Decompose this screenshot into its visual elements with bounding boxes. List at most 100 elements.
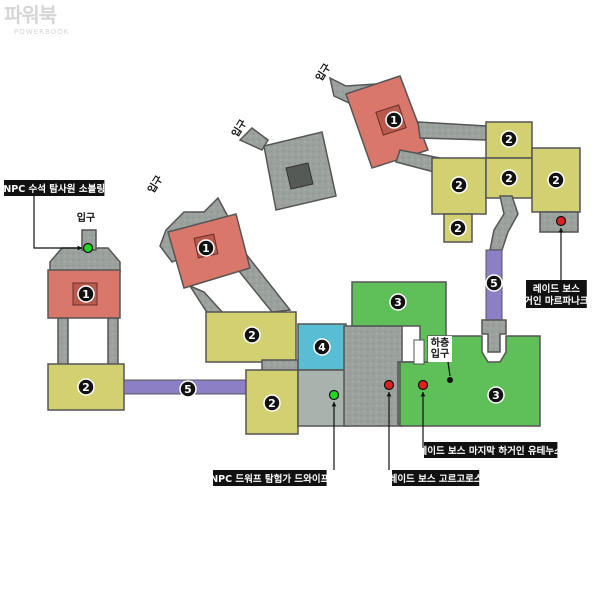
npc-dwarf-marker [328,389,340,401]
room-number-circle [500,130,518,148]
logo-subtext: POWERBOOK [14,28,70,36]
npc-left-marker [82,242,94,254]
entrance-label-left: 입구 [77,211,95,224]
lower-floor-label-bg [428,336,452,362]
callout-arrowhead [77,245,82,251]
boss-final-marker [417,379,429,391]
boss-giant-marker [555,215,567,227]
room-number-green-top: 3 [389,293,407,311]
room-number-text: 3 [492,389,500,402]
room-number-text: 5 [490,277,498,290]
room-number-circle [77,378,95,396]
room-number-text: 2 [505,133,513,146]
green-pit [413,339,425,365]
room-number-text: 3 [394,296,402,309]
room-number-circle [243,326,261,344]
callout-arrowhead [558,228,564,233]
room-number-circle [197,239,215,257]
room-number-text: 2 [455,179,463,192]
room-number-circle [450,176,468,194]
room-number-tr-yellow-3: 2 [500,169,518,187]
top-center-chamber [238,127,337,211]
callout-box [4,180,105,196]
boss-gorgoros-marker [383,379,395,391]
room-number-green-bottom: 3 [487,386,505,404]
site-logo: 파워북 POWERBOOK [4,2,84,44]
tr-yellow-room-4 [531,147,581,213]
room-number-circle [313,338,331,356]
room-number-left-red: 1 [77,285,95,303]
room-number-corridor-right: 5 [485,274,503,292]
callout-box [526,280,587,308]
room-number-tr-yellow-2: 2 [450,176,468,194]
top-center-entrance [238,127,269,151]
room-number-tr-yellow-1: 2 [500,130,518,148]
callout-arrowhead [386,392,392,397]
tr-winding-passage [489,195,519,251]
callout-box [392,470,480,486]
entrance-label-mid: 입구 [145,173,166,195]
room-number-circle [77,285,95,303]
dwarf-hall [297,369,349,427]
room-number-text: 2 [454,222,462,235]
room-number-top-red: 1 [385,111,403,129]
room-number-text: 5 [184,383,192,396]
callout-arrowhead [420,392,426,397]
marker-layer [82,215,567,401]
gray-east-chamber [343,325,403,427]
room-number-mid-red: 1 [197,239,215,257]
room-number-circle [485,274,503,292]
room-number-tr-yellow-5: 2 [449,219,467,237]
room-number-left-yellow: 2 [77,378,95,396]
top-center-pit [285,162,314,190]
room-number-mid-yellow-top: 2 [243,326,261,344]
room-number-text: 4 [318,341,326,354]
lower-floor-label-line: 입구 [431,347,449,360]
room-number-text: 1 [202,242,210,255]
room-number-circle [389,293,407,311]
room-number-circle [263,394,281,412]
top-right-complex [328,75,581,251]
callout-box [424,442,558,458]
room-number-text: 2 [552,174,560,187]
callout-npc-dwarf: NPC 드워프 탐험가 드와이프 [210,402,337,486]
room-number-text: 1 [82,288,90,301]
callout-text: NPC 수석 탐사원 소볼링 [3,183,105,195]
right-stairs [481,319,507,353]
room-number-circle [487,386,505,404]
room-number-text: 2 [505,172,513,185]
room-number-circle [385,111,403,129]
callout-boss-gorgoros: 레이드 보스 고르고로스 [386,392,483,486]
room-number-corridor-left: 5 [179,380,197,398]
callout-text: 레이드 보스 [533,283,580,295]
room-number-circle [547,171,565,189]
callout-text: 레이드 보스 고르고로스 [389,473,483,485]
callout-box [213,470,327,486]
mid-diagonal-passage-a [188,284,226,315]
callout-text: 거인 마르파나크 [524,295,589,307]
left-shaft-a [57,317,69,367]
left-shaft-b [107,317,119,367]
lower-floor-label-line: 하층 [431,336,449,349]
callout-line [33,195,82,249]
room-number-text: 2 [268,397,276,410]
lower-floor-marker [447,377,453,383]
callout-text: 레이드 보스 마지막 하거인 유테누스 [419,445,564,457]
room-number-mid-yellow-bottom: 2 [263,394,281,412]
room-number-blue: 4 [313,338,331,356]
room-number-text: 1 [390,114,398,127]
logo-text: 파워북 [4,3,57,27]
callout-text: NPC 드워프 탐험가 드와이프 [210,473,329,485]
lower-floor-pointer [447,361,451,377]
room-number-text: 2 [82,381,90,394]
room-number-text: 2 [248,329,256,342]
callout-npc-left: NPC 수석 탐사원 소볼링 [3,180,105,251]
callout-arrowhead [331,402,337,407]
room-number-tr-yellow-4: 2 [547,171,565,189]
room-number-circle [449,219,467,237]
room-number-circle [179,380,197,398]
